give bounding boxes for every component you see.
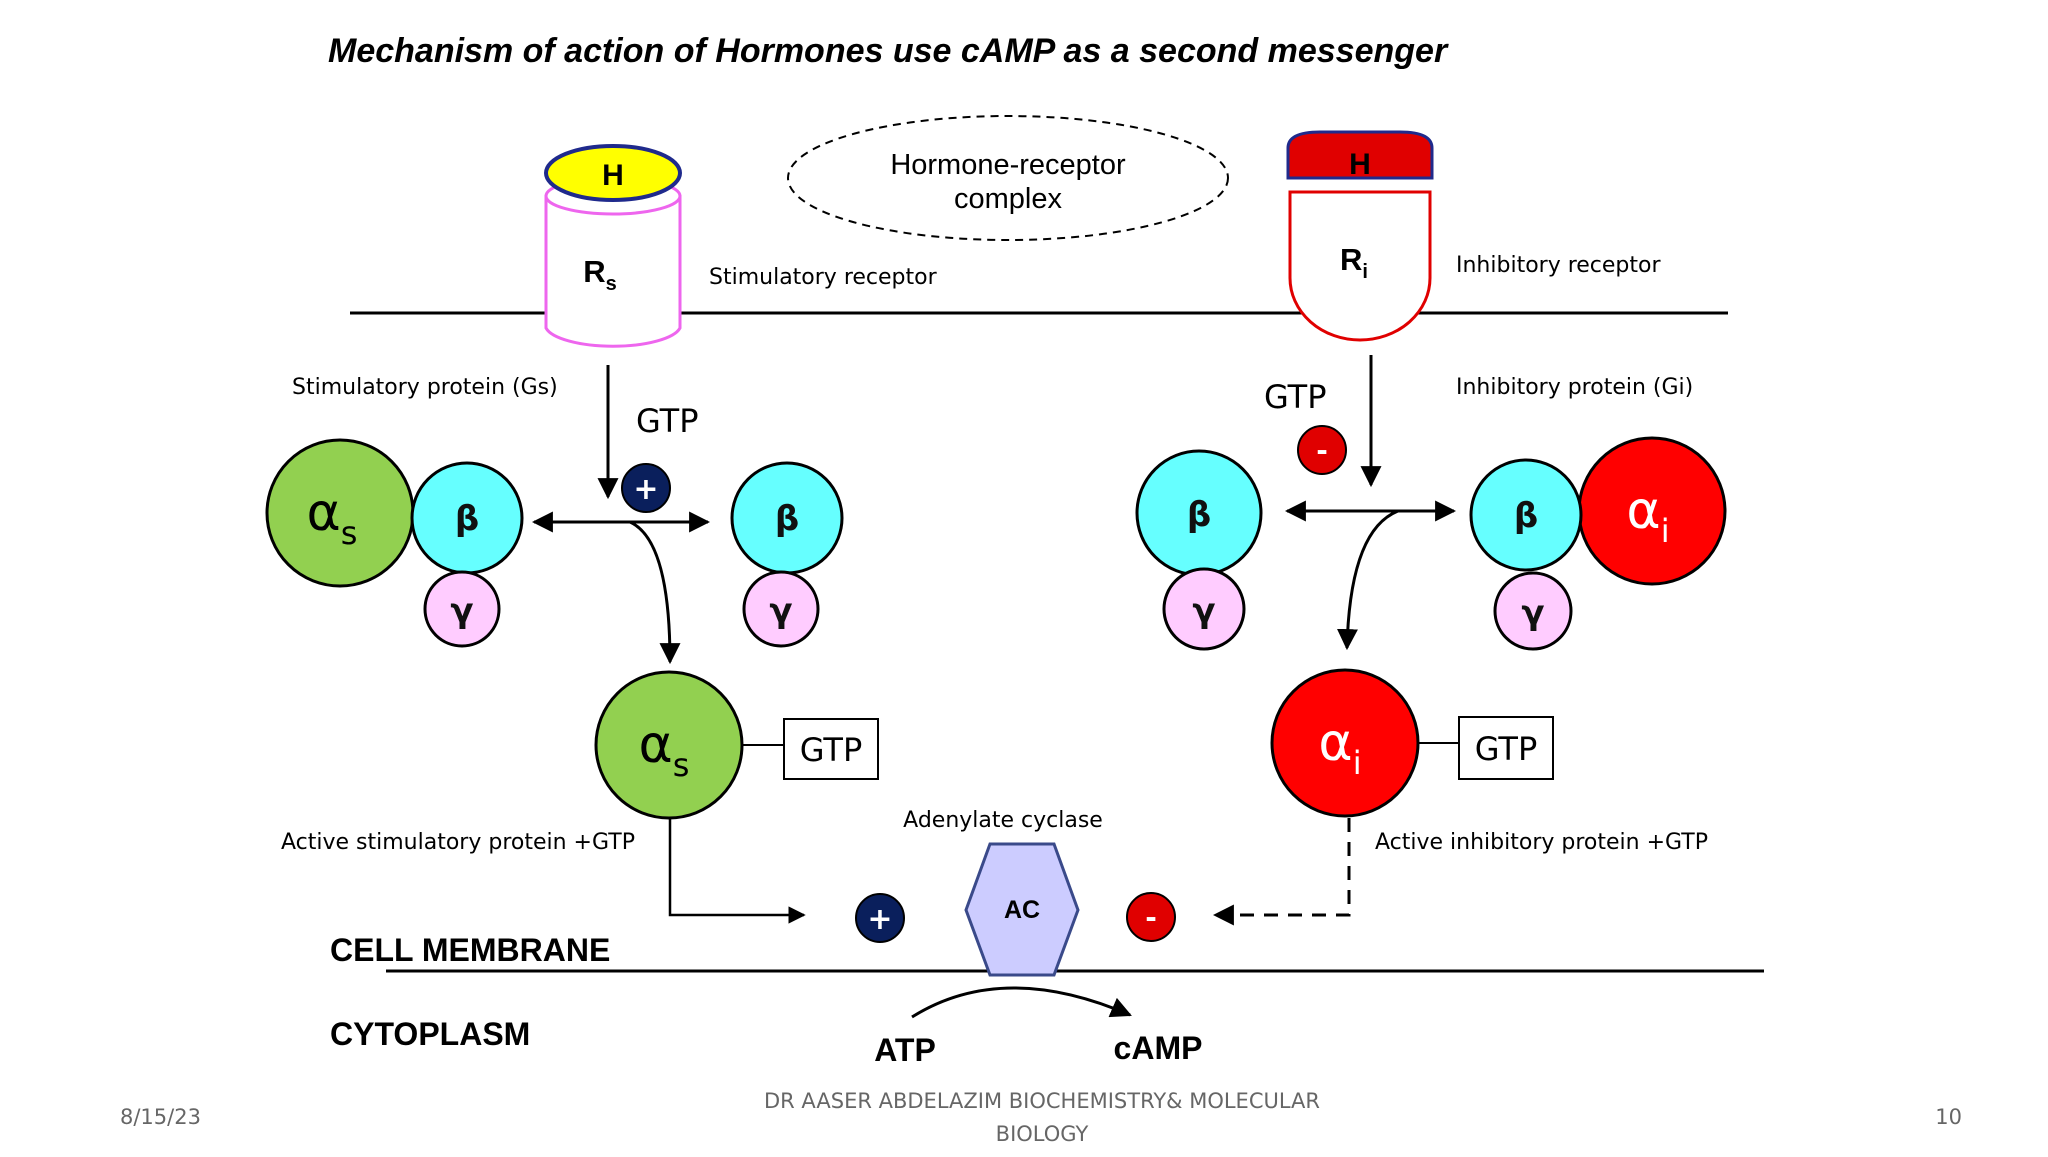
minus-sign-ac: - (1126, 892, 1176, 942)
slide-title: Mechanism of action of Hormones use cAMP… (328, 32, 1449, 70)
gi-beta-subunit: β (1469, 458, 1583, 572)
gtp-box-stimulatory: GTP (783, 718, 879, 780)
gi-free-gamma-subunit: γ (1162, 567, 1246, 651)
active-alpha-s: αs (594, 670, 744, 820)
svg-text:αs: αs (639, 715, 690, 784)
hormone-stimulatory (544, 144, 682, 202)
adenylate-cyclase: AC (964, 842, 1080, 977)
hormone-inhibitory (1286, 130, 1434, 180)
svg-text:β: β (1514, 496, 1538, 536)
inhibitory-receptor-label: Inhibitory receptor (1456, 253, 1661, 278)
atp-label: ATP (874, 1032, 936, 1068)
gs-free-gamma-subunit: γ (742, 570, 820, 648)
adenylate-cyclase-label: Adenylate cyclase (903, 808, 1103, 833)
gs-alpha-subunit: αs (265, 438, 415, 588)
svg-text:-: - (1145, 901, 1157, 934)
arrow-alpha-s-to-ac (668, 818, 806, 924)
svg-text:β: β (1187, 495, 1211, 535)
complex-label-line2: complex (954, 183, 1062, 215)
footer-author-line2: BIOLOGY (996, 1122, 1089, 1146)
svg-text:+: + (867, 902, 892, 937)
cell-membrane-label: CELL MEMBRANE (330, 932, 610, 968)
footer-date: 8/15/23 (120, 1105, 201, 1129)
svg-text:-: - (1316, 434, 1328, 467)
arrow-to-active-alpha-i (1336, 509, 1399, 651)
svg-text:β: β (455, 499, 479, 539)
active-alpha-i: αi (1270, 668, 1420, 818)
hormone-receptor-complex-callout: Hormone-receptor complex (787, 115, 1229, 241)
arrow-to-active-alpha-s (629, 520, 681, 665)
svg-text:GTP: GTP (800, 731, 863, 769)
svg-text:+: + (633, 472, 658, 507)
cytoplasm-label: CYTOPLASM (330, 1016, 530, 1052)
stimulatory-receptor: H Rs (544, 144, 682, 348)
gtp-inhibitory: GTP (1264, 378, 1327, 416)
svg-text:γ: γ (769, 591, 792, 631)
camp-label: cAMP (1114, 1030, 1203, 1066)
gs-gamma-subunit: γ (423, 570, 501, 648)
gtp-stimulatory: GTP (636, 402, 699, 440)
svg-text:αi: αi (1318, 713, 1361, 782)
stimulatory-protein-label: Stimulatory protein (Gs) (292, 375, 558, 400)
footer-page-number: 10 (1935, 1105, 1962, 1129)
svg-text:GTP: GTP (1475, 730, 1538, 768)
svg-text:β: β (775, 499, 799, 539)
svg-text:γ: γ (1192, 591, 1215, 631)
inhibitory-protein-label: Inhibitory protein (Gi) (1456, 375, 1693, 400)
arrow-alpha-i-to-ac (1212, 818, 1351, 926)
receptor-stimulatory-label: Rs (583, 254, 617, 295)
gi-gamma-subunit: γ (1493, 571, 1573, 651)
gs-free-beta-subunit: β (730, 461, 844, 575)
stimulatory-receptor-label: Stimulatory receptor (709, 265, 938, 290)
svg-text:αi: αi (1626, 481, 1669, 550)
gi-free-beta-subunit: β (1135, 449, 1263, 577)
plus-sign-gs: + (621, 463, 671, 513)
active-stimulatory-protein-label: Active stimulatory protein +GTP (281, 830, 635, 855)
hormone-inhibitory-label: H (1349, 148, 1371, 181)
inhibitory-receptor: H Ri (1286, 130, 1434, 342)
footer-author-line1: DR AASER ABDELAZIM BIOCHEMISTRY& MOLECUL… (764, 1089, 1320, 1113)
gi-alpha-subunit: αi (1577, 436, 1727, 586)
receptor-inhibitory-label: Ri (1340, 242, 1368, 283)
arrow-atp-to-camp (911, 986, 1132, 1019)
complex-label-line1: Hormone-receptor (890, 149, 1126, 181)
plus-sign-ac: + (855, 893, 905, 943)
svg-text:αs: αs (307, 483, 358, 552)
gs-beta-subunit: β (410, 461, 524, 575)
svg-text:γ: γ (450, 591, 473, 631)
svg-text:γ: γ (1521, 593, 1544, 633)
active-inhibitory-protein-label: Active inhibitory protein +GTP (1375, 830, 1708, 855)
hormone-stimulatory-label: H (602, 159, 624, 192)
gtp-box-inhibitory: GTP (1458, 716, 1554, 780)
ac-abbr: AC (1004, 896, 1040, 924)
minus-sign-gi: - (1297, 425, 1347, 475)
